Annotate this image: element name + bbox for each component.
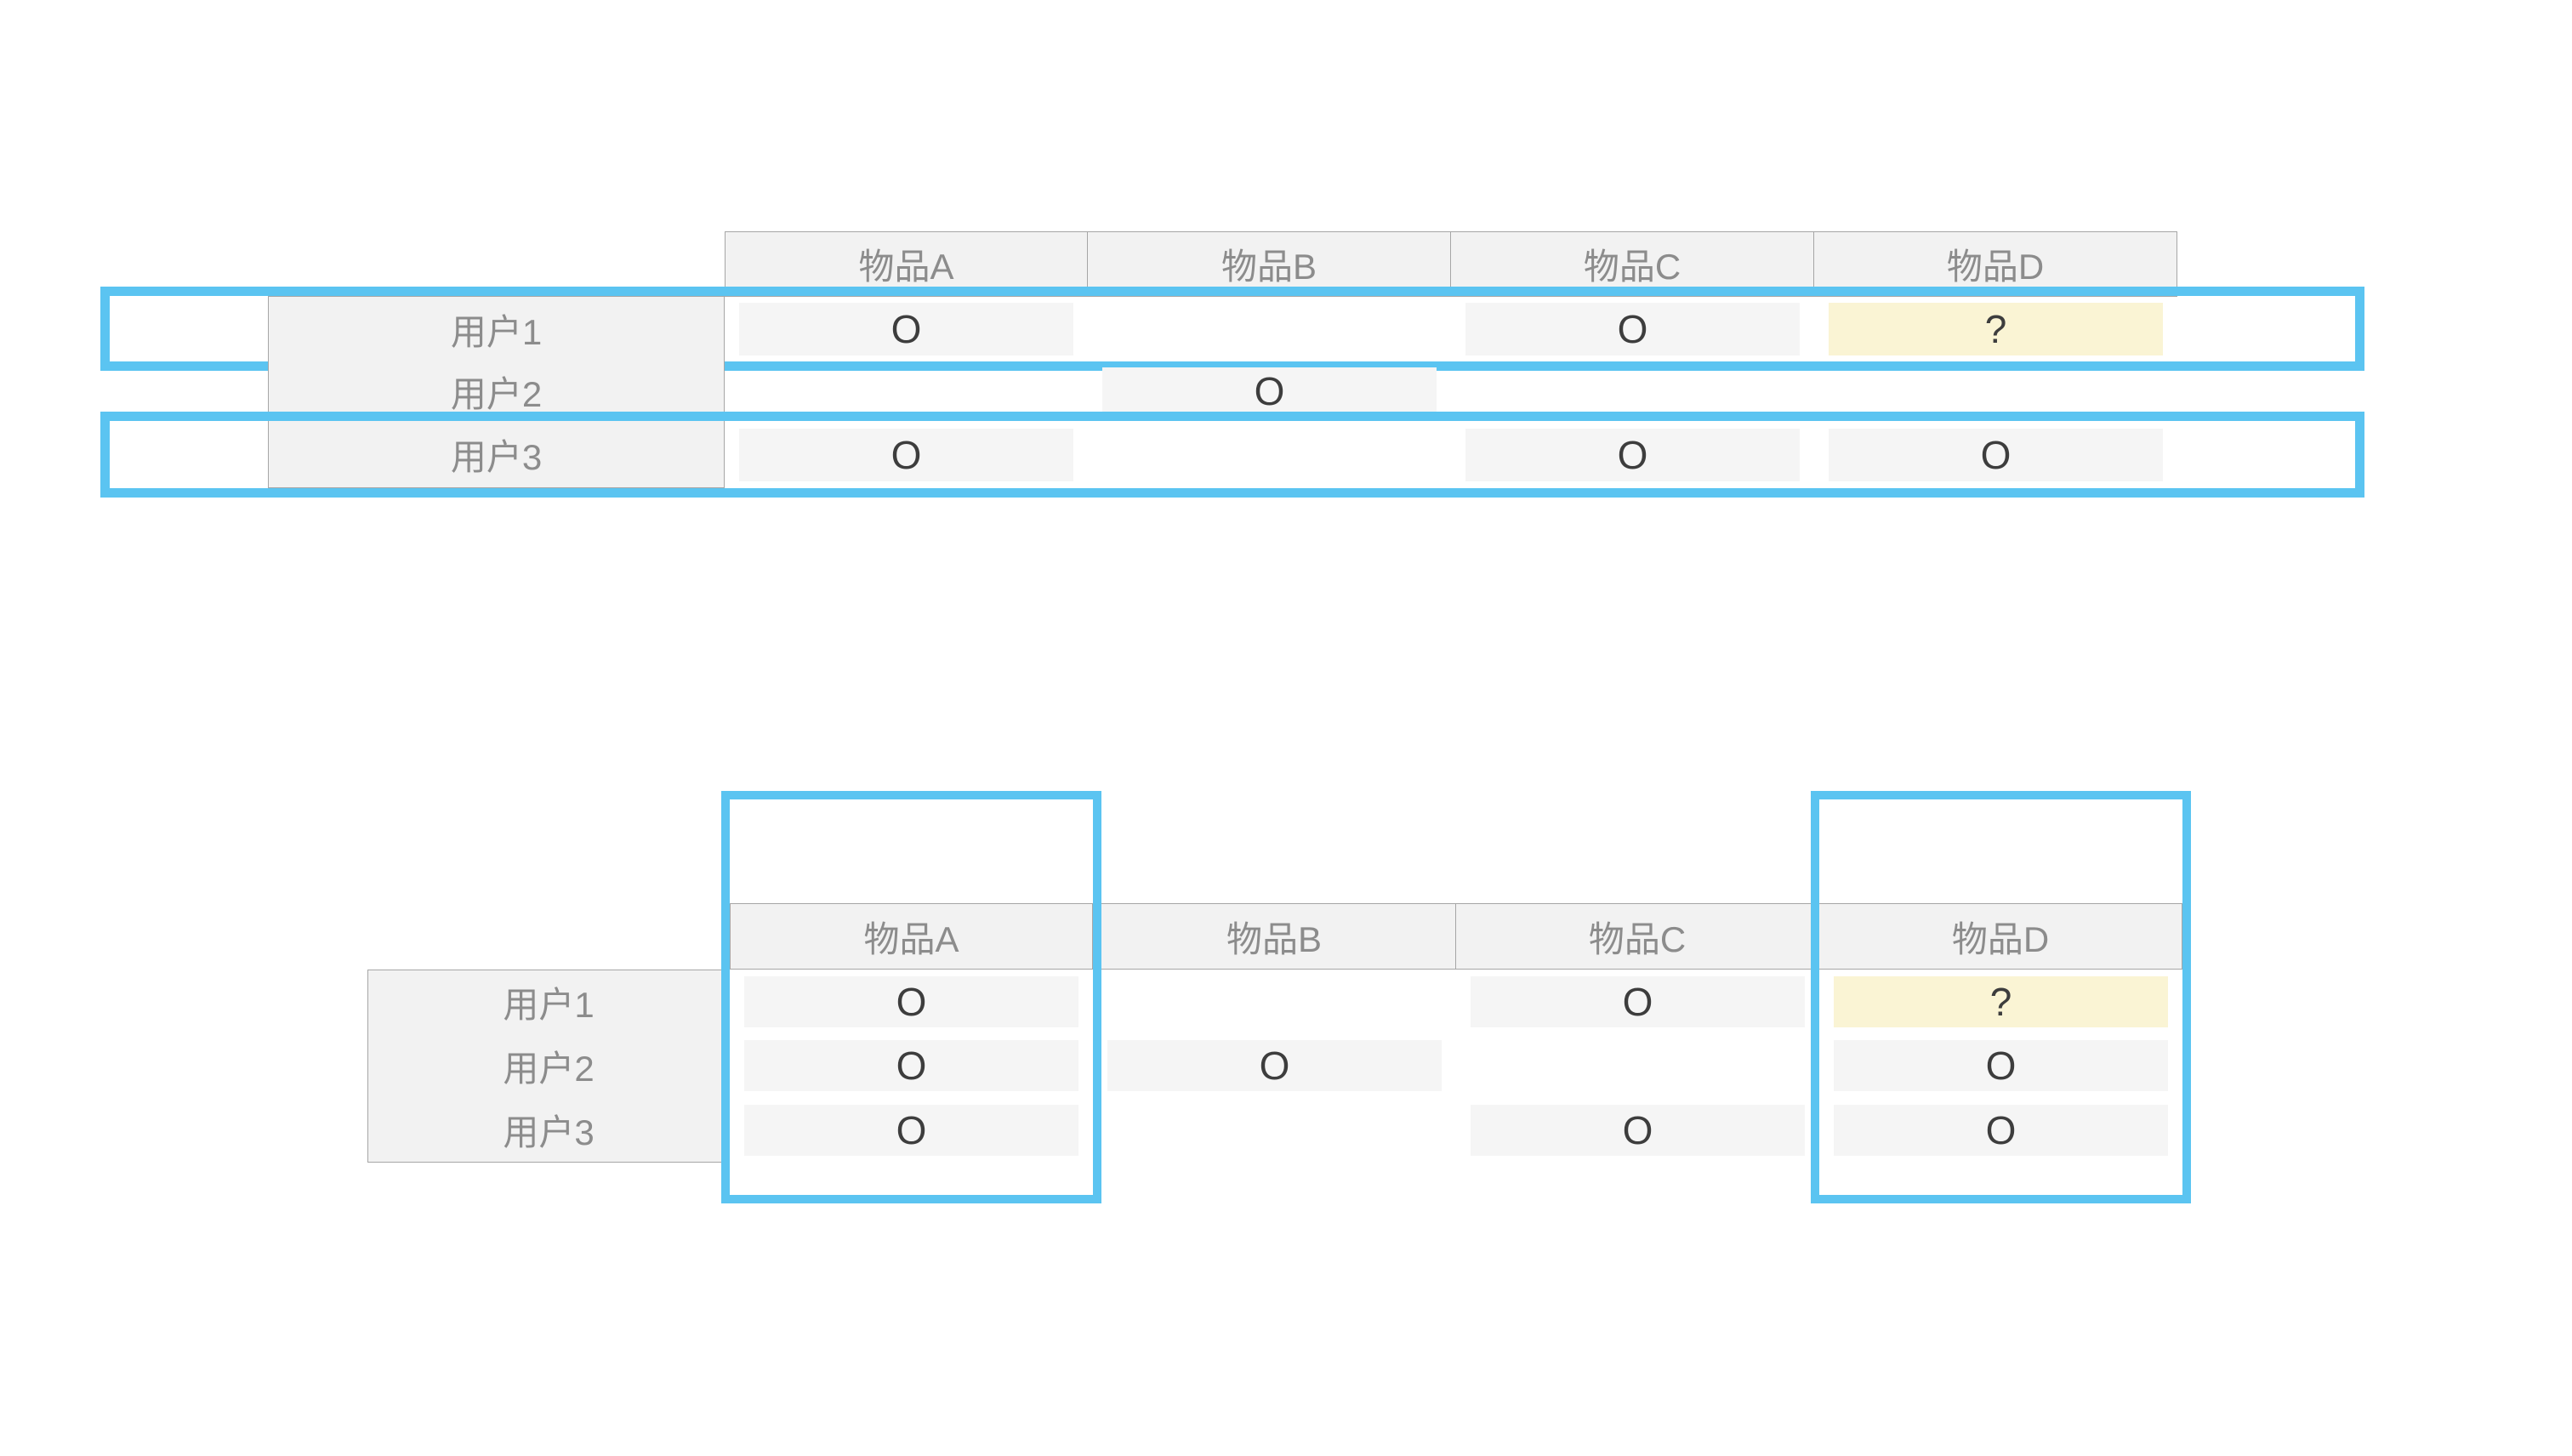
bottom-cell-1-3: O [1471,976,1805,1027]
bottom-row-label-text: 用户3 [503,1112,595,1152]
present-mark: O [1254,369,1285,413]
top-cell-1-1: O [739,302,1073,355]
bottom-cell-2-2: O [1107,1040,1442,1091]
present-mark: O [1617,306,1648,351]
present-mark: O [896,980,927,1024]
top-row-label-text: 用户3 [450,436,543,477]
bottom-header-cell-item-2: 物品B [1093,903,1456,970]
top-cell-3-4: O [1829,428,2163,481]
bottom-header-cell-item-1: 物品A [730,903,1093,970]
bottom-cell-1-1: O [744,976,1078,1027]
top-cell-3-1: O [739,428,1073,481]
present-mark: O [891,432,922,477]
bottom-row-label-3: 用户3 [367,1098,730,1163]
top-header-cell-item-4: 物品D [1814,231,2177,297]
top-row-label-text: 用户2 [450,373,543,414]
bottom-cell-3-1: O [744,1105,1078,1156]
unknown-mark: ? [1984,306,2007,351]
top-row-spacer-cell [110,423,268,486]
top-cell-2-2: O [1102,367,1437,415]
bottom-row-label-text: 用户2 [503,1048,595,1089]
present-mark: O [896,1108,927,1152]
top-row-label-1: 用户1 [268,296,725,361]
present-mark: O [1617,432,1648,477]
bottom-cell-2-4: O [1834,1040,2168,1091]
bottom-header-cell-item-3: 物品C [1456,903,1819,970]
present-mark: O [1622,1108,1653,1152]
present-mark: O [1985,1108,2017,1152]
bottom-cell-1-4: ? [1834,976,2168,1027]
present-mark: O [1985,1044,2017,1088]
bottom-row-label-2: 用户2 [367,1033,730,1098]
bottom-header-cell-item-4: 物品D [1819,903,2182,970]
top-header-cell-item-2: 物品B [1088,231,1451,297]
top-row-label-3: 用户3 [268,421,725,488]
present-mark: O [891,306,922,351]
top-cell-1-3: O [1465,302,1800,355]
bottom-row-label-1: 用户1 [367,970,730,1034]
unknown-mark: ? [1989,980,2012,1024]
top-header-cell-item-3: 物品C [1451,231,1814,297]
top-header-cell-item-1: 物品A [725,231,1088,297]
bottom-row-label-text: 用户1 [503,985,595,1025]
bottom-cell-2-1: O [744,1040,1078,1091]
top-row-label-2: 用户2 [268,361,725,421]
bottom-cell-3-4: O [1834,1105,2168,1156]
present-mark: O [1259,1044,1290,1088]
top-cell-1-4: ? [1829,302,2163,355]
top-row-label-text: 用户1 [450,311,543,352]
top-row-spacer-cell [110,298,268,360]
top-cell-3-3: O [1465,428,1800,481]
bottom-cell-3-3: O [1471,1105,1805,1156]
present-mark: O [1622,980,1653,1024]
present-mark: O [896,1044,927,1088]
present-mark: O [1980,432,2012,477]
